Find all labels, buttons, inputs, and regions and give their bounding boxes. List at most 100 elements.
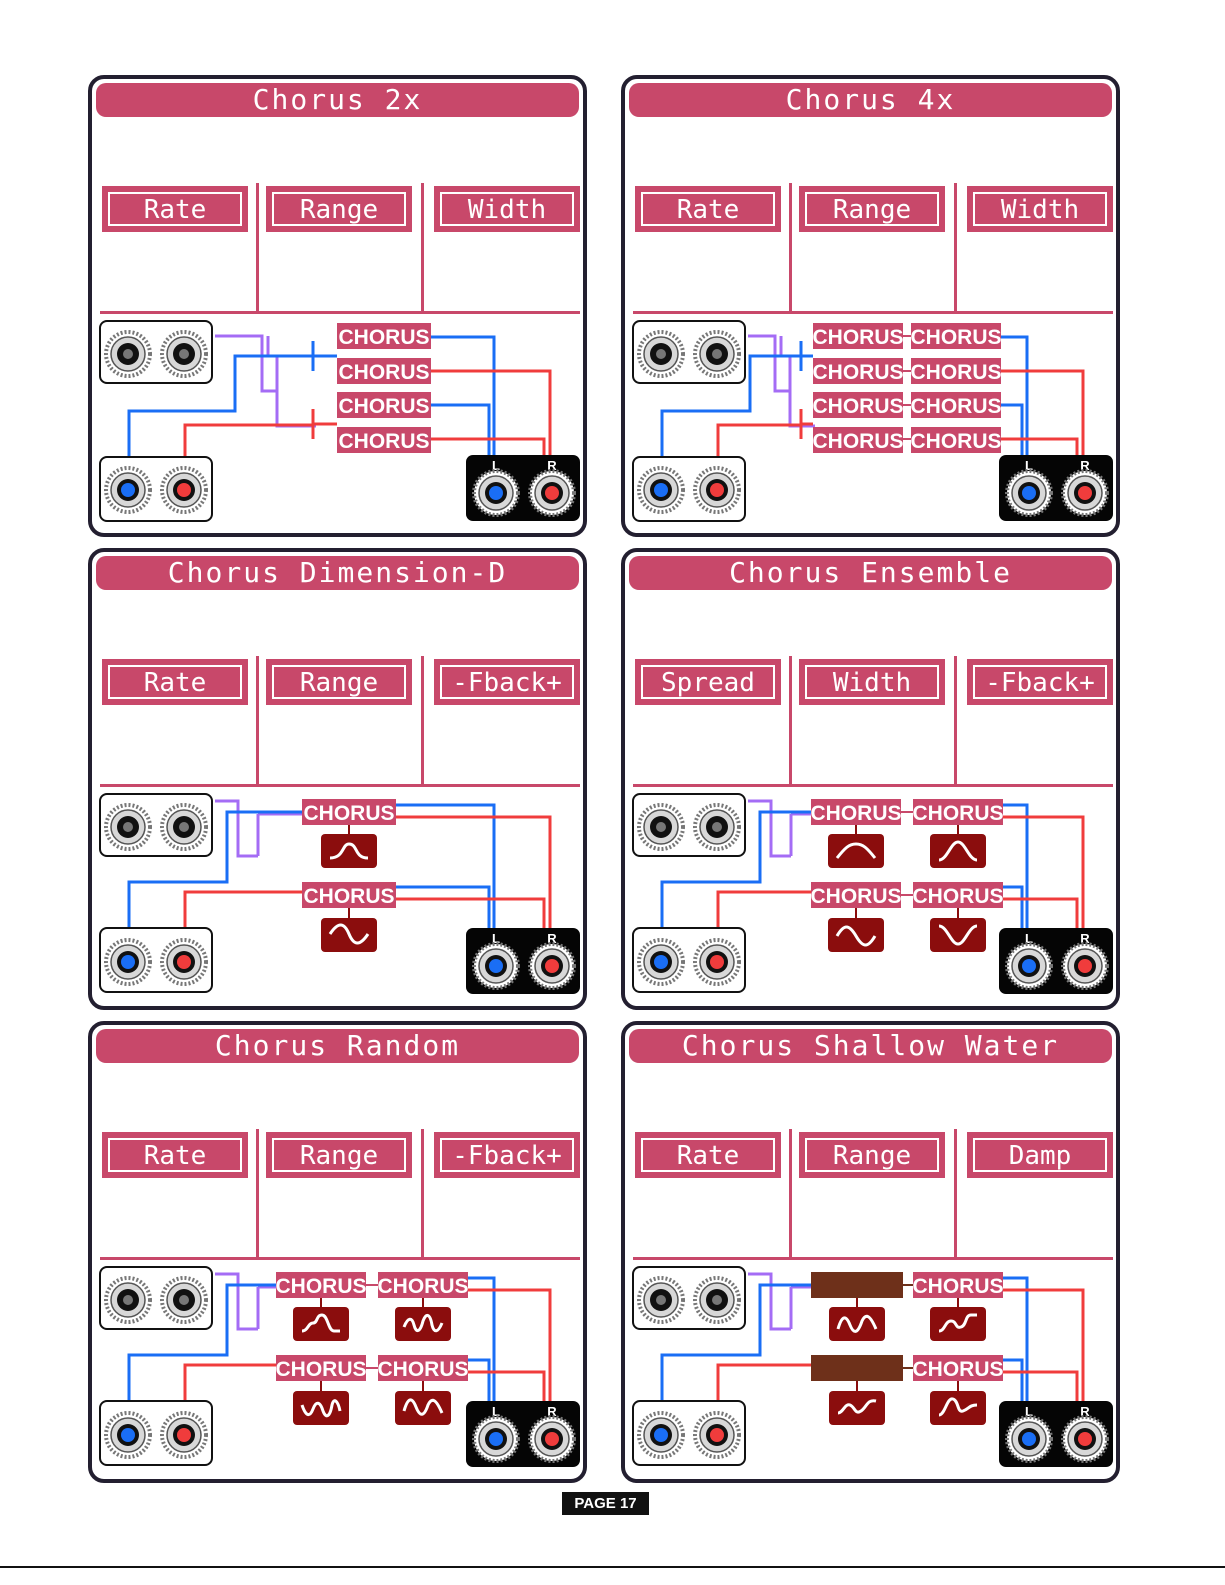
param-box-2[interactable]: Width [799, 659, 945, 705]
chorus-block: CHORUS [337, 427, 431, 453]
divider [100, 1257, 580, 1260]
output-jacks-box: L R [999, 455, 1113, 521]
block-label: CHORUS [810, 802, 901, 825]
block-label: CHORUS [910, 395, 1001, 418]
param-label: Rate [108, 665, 242, 699]
random-wave-icon [293, 1391, 349, 1425]
panel-title: Chorus Ensemble [629, 556, 1112, 590]
divider [789, 1129, 792, 1257]
param-box-3[interactable]: -Fback+ [434, 1132, 580, 1178]
block-label: CHORUS [338, 361, 429, 384]
param-box-3[interactable]: -Fback+ [967, 659, 1113, 705]
page-number: PAGE 17 [562, 1492, 649, 1515]
param-box-1[interactable]: Rate [102, 1132, 248, 1178]
lfo-wave-icon [930, 834, 986, 868]
mod-jacks-box [99, 927, 213, 993]
param-box-1[interactable]: Rate [102, 186, 248, 232]
output-jacks-box: L R [999, 928, 1113, 994]
block-label: CHORUS [275, 1275, 366, 1298]
chorus-block: CHORUS [912, 1355, 1004, 1381]
param-label: Width [805, 665, 939, 699]
jack-icon [693, 330, 741, 378]
chorus-block: CHORUS [377, 1355, 469, 1381]
routing-diagram: CHORUS CHORUS CHORUS CHORUS L R [99, 1266, 580, 1467]
mod-jacks-box [632, 456, 746, 522]
random-wave-icon [293, 1307, 349, 1341]
block-label: CHORUS [912, 885, 1003, 908]
output-label-left: L [492, 1404, 500, 1419]
output-label-right: R [547, 931, 557, 946]
param-label: Damp [973, 1138, 1107, 1172]
mod-jacks-box [99, 456, 213, 522]
block-label: CHORUS [812, 430, 903, 453]
param-label: Width [973, 192, 1107, 226]
param-box-1[interactable]: Spread [635, 659, 781, 705]
jack-icon [528, 1415, 576, 1463]
jack-icon [160, 803, 208, 851]
jack-icon [1005, 1415, 1053, 1463]
block-label: CHORUS [910, 430, 1001, 453]
param-label: -Fback+ [440, 1138, 574, 1172]
panel-chorus-4x: Chorus 4x Rate Range Width CHORUS CHORUS… [621, 75, 1120, 537]
panel-chorus-ensemble: Chorus Ensemble Spread Width -Fback+ CHO… [621, 548, 1120, 1010]
output-label-right: R [547, 1404, 557, 1419]
block-label: CHORUS [812, 326, 903, 349]
param-box-2[interactable]: Range [799, 186, 945, 232]
divider [100, 311, 580, 314]
block-label: CHORUS [377, 1358, 468, 1381]
divider [256, 656, 259, 784]
chorus-block: CHORUS [912, 1272, 1004, 1298]
param-box-2[interactable]: Range [266, 186, 412, 232]
jack-icon [160, 330, 208, 378]
divider [256, 1129, 259, 1257]
output-label-left: L [1025, 931, 1033, 946]
chorus-block: CHORUS [810, 882, 902, 908]
jack-icon [160, 1411, 208, 1459]
jack-icon [104, 938, 152, 986]
output-jacks-box: L R [466, 928, 580, 994]
chorus-block: CHORUS [302, 882, 396, 908]
filter-block [811, 1355, 903, 1381]
divider [421, 183, 424, 311]
param-area: Rate Range -Fback+ [100, 1129, 580, 1260]
param-box-3[interactable]: Width [434, 186, 580, 232]
footer-rule [0, 1566, 1225, 1568]
block-label: CHORUS [275, 1358, 366, 1381]
param-box-2[interactable]: Range [266, 1132, 412, 1178]
param-box-1[interactable]: Rate [102, 659, 248, 705]
panel-chorus-dimension-d: Chorus Dimension-D Rate Range -Fback+ CH… [88, 548, 587, 1010]
panel-title: Chorus Dimension-D [96, 556, 579, 590]
input-jacks-box [632, 1266, 746, 1330]
mod-jacks-box [632, 1400, 746, 1466]
chorus-block: CHORUS [337, 358, 431, 384]
param-box-3[interactable]: Damp [967, 1132, 1113, 1178]
output-label-right: R [1080, 458, 1090, 473]
param-label: Rate [108, 192, 242, 226]
block-label: CHORUS [910, 326, 1001, 349]
input-jacks-box [632, 793, 746, 857]
param-label: -Fback+ [440, 665, 574, 699]
param-box-1[interactable]: Rate [635, 1132, 781, 1178]
jack-icon [104, 1411, 152, 1459]
param-box-2[interactable]: Range [799, 1132, 945, 1178]
block-label: CHORUS [810, 885, 901, 908]
param-area: Rate Range Damp [633, 1129, 1113, 1260]
divider [789, 183, 792, 311]
panel-title: Chorus Shallow Water [629, 1029, 1112, 1063]
param-box-3[interactable]: -Fback+ [434, 659, 580, 705]
jack-icon [637, 1411, 685, 1459]
jack-icon [472, 469, 520, 517]
chorus-block: CHORUS [912, 799, 1004, 825]
param-box-3[interactable]: Width [967, 186, 1113, 232]
divider [256, 183, 259, 311]
jack-icon [637, 1276, 685, 1324]
param-box-1[interactable]: Rate [635, 186, 781, 232]
param-box-2[interactable]: Range [266, 659, 412, 705]
param-label: Range [272, 192, 406, 226]
param-area: Rate Range Width [633, 183, 1113, 314]
chorus-block: CHORUS [910, 427, 1002, 453]
output-label-right: R [1080, 1404, 1090, 1419]
param-label: Range [805, 192, 939, 226]
random-wave-icon [395, 1307, 451, 1341]
block-label: CHORUS [912, 1275, 1003, 1298]
